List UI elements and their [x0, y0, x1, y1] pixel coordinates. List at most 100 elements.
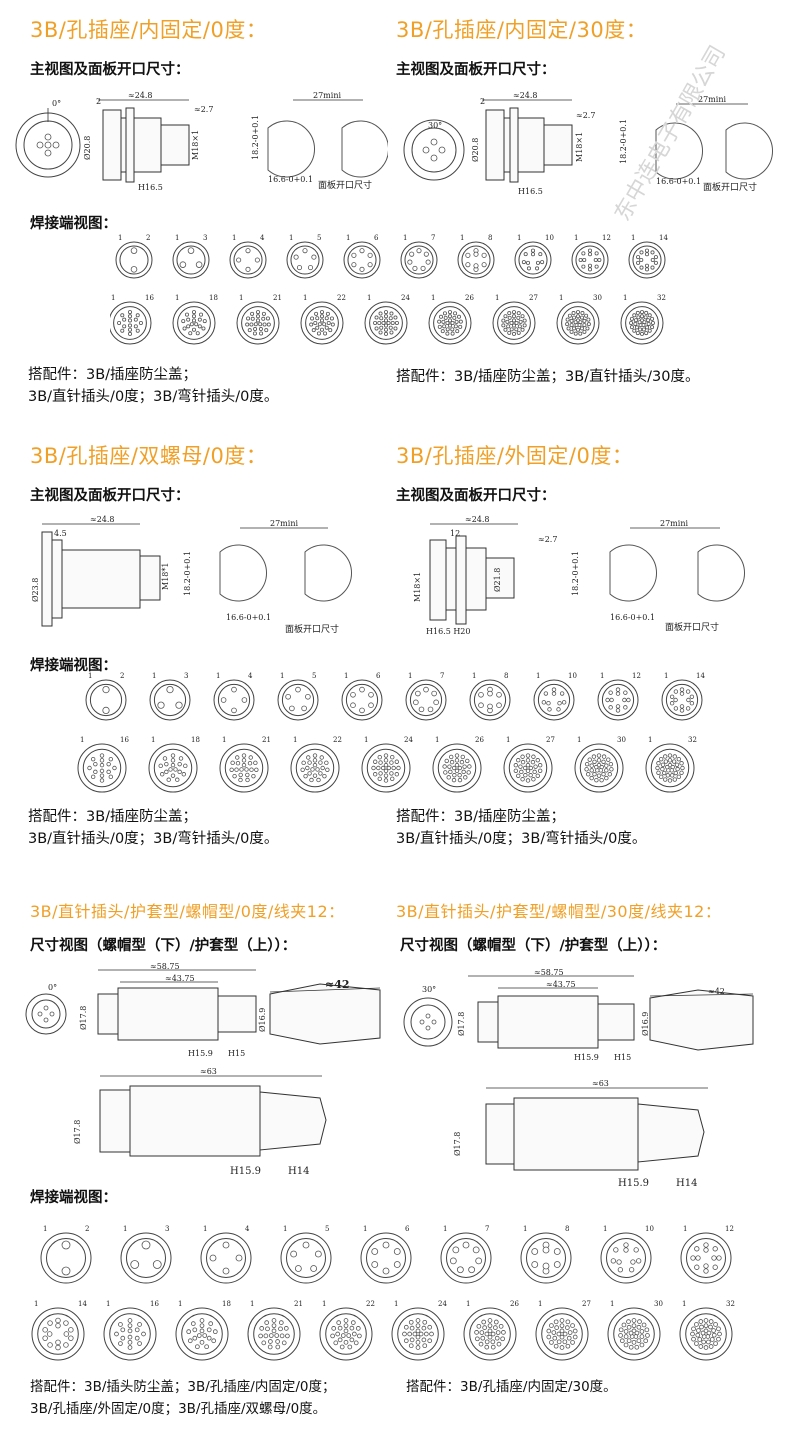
panel-cutout: 27mini 18.2-0+0.1 16.6-0+0.1 面板开口尺寸 [251, 91, 388, 191]
svg-text:≈24.8: ≈24.8 [128, 91, 153, 100]
svg-text:≈24.8: ≈24.8 [513, 91, 538, 100]
pin-1-label: 1 [523, 1225, 527, 1233]
pin-count-label: 14 [696, 672, 705, 680]
side-view: 2 ≈24.8 ≈2.7 Ø20.8 M18×1 H16.5 [83, 91, 213, 192]
svg-text:面板开口尺寸: 面板开口尺寸 [285, 623, 339, 635]
section-1-accessories: 搭配件：3B/插座防尘盖； 3B/直针插头/0度；3B/弯针插头/0度。 [28, 367, 279, 405]
pin-1-label: 1 [460, 234, 464, 242]
section-2-accessories: 搭配件：3B/插座防尘盖；3B/直针插头/30度。 [396, 369, 700, 385]
pin-count-label: 16 [145, 294, 154, 302]
panel-cutout: 27mini 18.2-0+0.1 16.6-0+0.1 面板开口尺寸 [183, 519, 353, 635]
pin-1-label: 1 [403, 234, 407, 242]
solder-view-label-2: 焊接端视图： [30, 658, 117, 674]
svg-text:12: 12 [450, 529, 460, 538]
pin-count-label: 8 [504, 672, 508, 680]
pin-1-label: 1 [538, 1300, 542, 1308]
pin-1-label: 1 [111, 294, 115, 302]
pin-count-label: 18 [191, 736, 200, 744]
svg-text:Ø16.9: Ø16.9 [258, 1008, 267, 1032]
svg-text:18.2-0+0.1: 18.2-0+0.1 [183, 551, 192, 596]
section-2-subtitle: 主视图及面板开口尺寸： [396, 62, 556, 78]
svg-text:H15: H15 [614, 1053, 631, 1062]
svg-text:≈2.7: ≈2.7 [576, 111, 595, 120]
svg-text:H15.9: H15.9 [230, 1166, 261, 1177]
pin-1-label: 1 [664, 672, 668, 680]
svg-text:16.6-0+0.1: 16.6-0+0.1 [656, 177, 701, 186]
side-view: ≈24.8 12 ≈2.7 M18×1 Ø21.8 H16.5 H20 [413, 515, 557, 636]
plug-nut: ≈63 Ø17.8 H15.9 H14 [73, 1067, 327, 1177]
pin-count-label: 30 [617, 736, 626, 744]
svg-text:Ø17.8: Ø17.8 [453, 1132, 462, 1156]
svg-text:M18*1: M18*1 [161, 563, 170, 590]
section-4-drawing: ≈24.8 12 ≈2.7 M18×1 Ø21.8 H16.5 H20 27mi… [413, 515, 746, 636]
pin-count-label: 6 [376, 672, 381, 680]
pin-1-label: 1 [574, 234, 578, 242]
section-2-title: 3B/孔插座/内固定/30度： [396, 18, 648, 42]
pin-1-label: 1 [250, 1300, 254, 1308]
svg-text:Ø20.8: Ø20.8 [83, 136, 92, 160]
section-1-drawing: 0° 2 ≈24.8 ≈2.7 Ø20.8 M18×1 H16.5 27mini… [15, 91, 388, 192]
svg-text:H16.5 H20: H16.5 H20 [426, 627, 471, 636]
pin-count-label: 16 [120, 736, 129, 744]
pin-1-label: 1 [303, 294, 307, 302]
pin-count-label: 7 [485, 1225, 489, 1233]
pin-1-label: 1 [364, 736, 368, 744]
svg-text:H15.9: H15.9 [574, 1053, 599, 1062]
svg-text:H15.9: H15.9 [618, 1178, 649, 1189]
section-3-title: 3B/孔插座/双螺母/0度： [30, 444, 268, 468]
pin-1-label: 1 [495, 294, 499, 302]
svg-text:≈43.75: ≈43.75 [165, 974, 195, 983]
pin-1-label: 1 [80, 736, 84, 744]
svg-text:M18×1: M18×1 [191, 130, 200, 160]
section-6-subtitle: 尺寸视图（螺帽型（下）/护套型（上））： [400, 938, 667, 954]
svg-text:≈58.75: ≈58.75 [534, 968, 564, 977]
svg-text:27mini: 27mini [660, 519, 688, 528]
pin-1-label: 1 [472, 672, 476, 680]
pin-count-label: 22 [337, 294, 346, 302]
pin-count-label: 24 [438, 1300, 447, 1308]
solder-pin-diagram: 1 16 [77, 736, 129, 793]
pin-count-label: 2 [146, 234, 150, 242]
svg-text:30°: 30° [422, 985, 436, 994]
svg-text:≈58.75: ≈58.75 [150, 962, 180, 971]
section-6-title: 3B/直针插头/护套型/螺帽型/30度/线夹12： [396, 902, 722, 921]
pin-count-label: 2 [120, 672, 124, 680]
section-1-subtitle: 主视图及面板开口尺寸： [30, 62, 190, 78]
pin-1-label: 1 [346, 234, 350, 242]
solder-pin-diagram: 1 24 [361, 736, 413, 793]
svg-text:≈63: ≈63 [200, 1067, 217, 1076]
pin-count-label: 21 [262, 736, 271, 744]
pin-1-label: 1 [322, 1300, 326, 1308]
angle-label: 0° [52, 99, 61, 108]
section-5-title: 3B/直针插头/护套型/螺帽型/0度/线夹12： [30, 902, 345, 921]
pin-count-label: 4 [248, 672, 253, 680]
side-view: 2 ≈24.8 ≈2.7 Ø20.8 M18×1 H16.5 [471, 91, 595, 196]
svg-text:Ø17.8: Ø17.8 [73, 1120, 82, 1144]
svg-text:面板开口尺寸: 面板开口尺寸 [665, 621, 719, 633]
solder-pin-diagram: 1 16 [110, 294, 154, 345]
svg-text:Ø17.8: Ø17.8 [457, 1012, 466, 1036]
pin-1-label: 1 [559, 294, 563, 302]
pin-count-label: 24 [404, 736, 413, 744]
pin-count-label: 32 [657, 294, 666, 302]
section-6-drawing: 30° ≈58.75 ≈43.75 ≈42 Ø17.8 Ø16.9 H15.9 … [403, 968, 754, 1189]
svg-text:27mini: 27mini [313, 91, 341, 100]
pin-1-label: 1 [443, 1225, 447, 1233]
pin-1-label: 1 [631, 234, 635, 242]
